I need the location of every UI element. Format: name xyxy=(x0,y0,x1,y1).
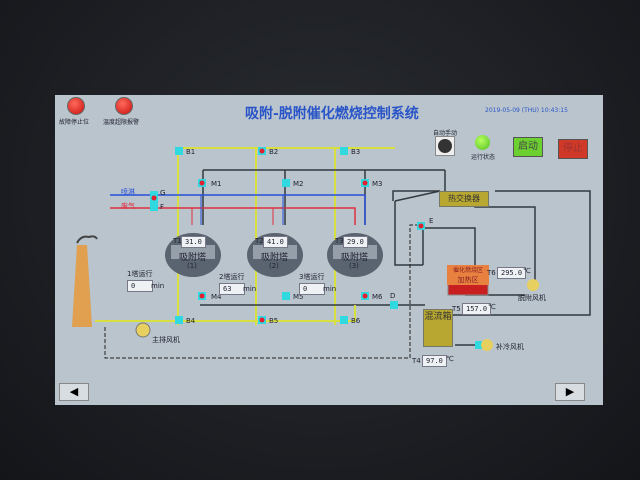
supplement-fan-icon xyxy=(481,339,493,351)
waste-gas-inlet-label: 废气 xyxy=(121,202,135,210)
tower1-name: 吸附塔 xyxy=(179,253,207,263)
mixing-box: 混流箱 xyxy=(423,309,453,347)
tower2-num: (2) xyxy=(269,262,279,270)
valve-m2-label: M2 xyxy=(293,180,304,188)
tower1-num: (1) xyxy=(187,262,197,270)
main-fan-icon xyxy=(135,322,151,338)
t5-unit: ℃ xyxy=(488,303,496,311)
tower3-temp: 29.0 xyxy=(343,236,368,248)
spray-inlet-label: 喷淋 xyxy=(121,188,135,196)
t6-tag: T6 xyxy=(487,269,496,277)
tower2-temp: 41.0 xyxy=(263,236,288,248)
valve-b5-label: B5 xyxy=(269,317,279,325)
valve-g-label: G xyxy=(160,189,166,197)
t6-unit: ℃ xyxy=(523,267,531,275)
tower1-run-label: 1塔运行 xyxy=(127,270,153,278)
mode-switch-label: 自动手动 xyxy=(433,130,458,137)
main-fan-label: 主排风机 xyxy=(152,336,180,344)
t5-value: 157.0 xyxy=(462,303,492,315)
tower2-run-min: 63 xyxy=(219,283,245,295)
tower3-run-label: 3塔运行 xyxy=(299,273,325,281)
run-status-label: 运行状态 xyxy=(471,154,496,161)
tower2-name: 吸附塔 xyxy=(261,253,289,263)
valve-b2-label: B2 xyxy=(269,148,279,156)
tower3-name: 吸附塔 xyxy=(341,253,369,263)
t5-tag: T5 xyxy=(452,305,461,313)
start-button[interactable]: 启动 xyxy=(513,137,543,157)
valve-f-label: F xyxy=(160,203,165,211)
tower3-temp-tag: T3 xyxy=(335,237,344,245)
tower3-num: (3) xyxy=(349,262,359,270)
t4-value: 97.0 xyxy=(422,355,447,367)
valve-b4-label: B4 xyxy=(186,317,196,325)
stop-button[interactable]: 停止 xyxy=(558,139,588,159)
valve-m4-label: M4 xyxy=(211,293,222,301)
alarm-lamp-overtemp xyxy=(115,97,133,115)
alarm-label: 故障停止位 xyxy=(59,119,90,126)
valve-b3-label: B3 xyxy=(351,148,361,156)
page-title: 吸附-脱附催化燃烧控制系统 xyxy=(245,106,419,122)
unit-label: min xyxy=(323,285,337,293)
process-diagram xyxy=(72,147,591,359)
desorption-fan-icon xyxy=(527,279,539,291)
unit-label: min xyxy=(151,282,165,290)
tower2-run-label: 2塔运行 xyxy=(219,273,245,281)
heat-exchanger: 热交换器 xyxy=(439,191,489,207)
hmi-screen: 故障停止位 温度超限报警 吸附-脱附催化燃烧控制系统 2019-05-09 (T… xyxy=(55,95,603,405)
tower1-temp-tag: T1 xyxy=(173,237,182,245)
unit-label: min xyxy=(243,285,257,293)
tower1-run-min: 0 xyxy=(127,280,153,292)
valve-m3-label: M3 xyxy=(372,180,383,188)
run-status-lamp xyxy=(475,135,490,150)
valve-b1-label: B1 xyxy=(186,148,196,156)
tower3-run-min: 0 xyxy=(299,283,325,295)
valve-e-label: E xyxy=(429,217,434,225)
valve-b6-label: B6 xyxy=(351,317,361,325)
supplement-fan-label: 补冷风机 xyxy=(496,343,524,351)
chimney xyxy=(72,245,92,327)
valve-m6-label: M6 xyxy=(372,293,383,301)
tower1-temp: 31.0 xyxy=(181,236,206,248)
prev-page-button[interactable]: ◀ xyxy=(59,383,89,401)
alarm-label: 温度超限报警 xyxy=(103,119,140,126)
valve-m5-label: M5 xyxy=(293,293,304,301)
alarm-lamp-fault xyxy=(67,97,85,115)
tower2-temp-tag: T2 xyxy=(255,237,264,245)
valve-m1-label: M1 xyxy=(211,180,222,188)
t4-unit: ℃ xyxy=(446,355,454,363)
valve-d-label: D xyxy=(390,292,396,300)
desorption-fan-label: 脱附风机 xyxy=(518,294,546,302)
t4-tag: T4 xyxy=(412,357,421,365)
heating-zone: 加热区 xyxy=(447,275,489,285)
datetime: 2019-05-09 (THU) 10:43:15 xyxy=(485,107,568,114)
t6-value: 295.0 xyxy=(497,267,527,279)
next-page-button[interactable]: ▶ xyxy=(555,383,585,401)
catalytic-zone: 催化燃烧区 xyxy=(447,265,489,275)
mode-switch[interactable] xyxy=(435,136,455,156)
